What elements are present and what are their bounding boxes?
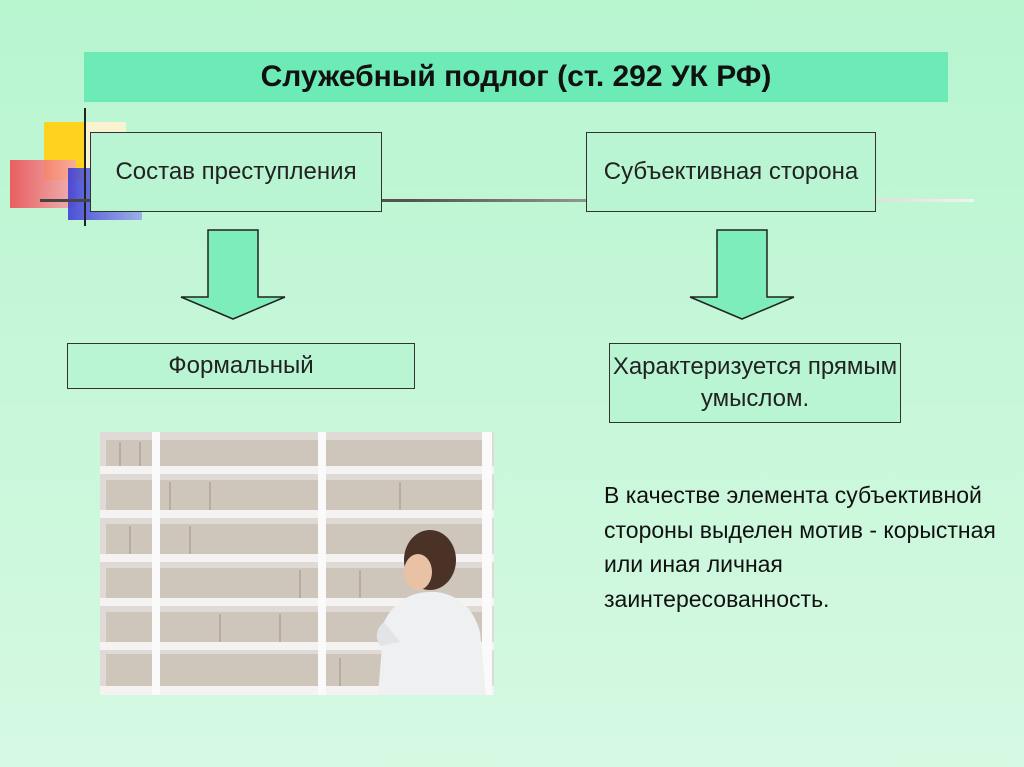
box-composition: Состав преступления xyxy=(90,132,382,212)
box-direct-intent: Характеризуется прямым умыслом. xyxy=(609,343,901,423)
motive-paragraph: В качестве элемента субъективной стороны… xyxy=(604,478,1004,616)
box-formal: Формальный xyxy=(67,343,415,389)
slide-title: Служебный подлог (ст. 292 УК РФ) xyxy=(84,52,948,102)
down-arrow-icon xyxy=(180,229,286,321)
box-subjective-side: Субъективная сторона xyxy=(586,132,876,212)
decor-vertical-line xyxy=(84,108,86,226)
down-arrow-icon xyxy=(689,229,795,321)
archive-shelves-photo xyxy=(100,432,494,695)
